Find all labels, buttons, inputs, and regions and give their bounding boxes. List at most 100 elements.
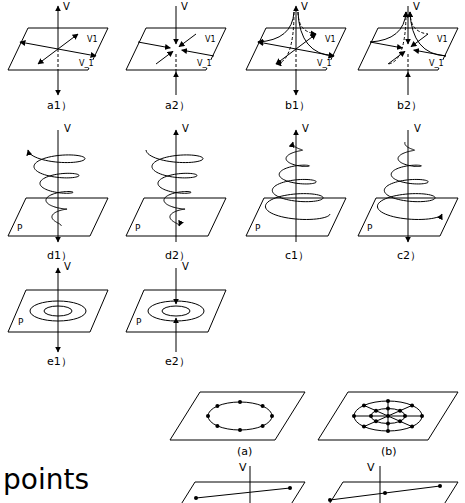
figure-caption: a2） xyxy=(164,100,191,111)
point-dot xyxy=(438,484,442,488)
point-dot xyxy=(288,486,292,490)
axis-line xyxy=(58,130,59,242)
axis-line xyxy=(408,52,409,72)
axis-line xyxy=(296,6,297,49)
point-dot xyxy=(386,399,390,403)
spoke-line xyxy=(364,416,388,427)
axis-label: V xyxy=(301,124,310,134)
axis-label: V xyxy=(181,262,190,272)
figure-caption: (b) xyxy=(380,446,398,457)
point-dot xyxy=(238,400,242,404)
axis-label: V_1 xyxy=(78,60,95,68)
axis-line xyxy=(380,466,381,503)
point-dot xyxy=(386,422,390,426)
axis-line xyxy=(176,268,177,304)
axis-line xyxy=(58,49,59,70)
flow-curve xyxy=(410,12,446,56)
axis-line xyxy=(176,52,177,72)
point-dot xyxy=(362,403,366,407)
axis-label: V_1 xyxy=(316,60,333,68)
axis-line xyxy=(408,6,409,44)
point-dot xyxy=(261,404,265,408)
point-dot xyxy=(386,407,390,411)
field-line xyxy=(138,42,170,48)
flow-curve xyxy=(298,12,334,56)
axis-label: V1 xyxy=(204,36,217,44)
point-segment xyxy=(196,488,290,498)
axis-line xyxy=(296,70,297,95)
axis-label: V xyxy=(63,124,72,134)
figure-caption: b1） xyxy=(284,100,311,111)
caption-word: points xyxy=(2,466,90,494)
axis-line xyxy=(250,466,251,503)
point-dot xyxy=(362,425,366,429)
axis-label: V xyxy=(413,124,422,134)
flow-curve xyxy=(258,12,294,42)
figure-caption: a1） xyxy=(46,100,73,111)
spiral-path xyxy=(377,142,442,219)
axis-line xyxy=(176,130,177,242)
axis-label: V xyxy=(63,262,72,272)
axis-label: V1 xyxy=(436,36,449,44)
axis-label: P xyxy=(254,224,261,233)
point-dot xyxy=(328,498,332,502)
figure-caption: d1） xyxy=(46,250,73,261)
flow-curve xyxy=(388,12,406,64)
flow-curve xyxy=(370,12,406,42)
figure-caption: e2） xyxy=(164,356,191,367)
spiral-path xyxy=(146,150,203,226)
point-circle xyxy=(208,402,272,430)
figure-caption: c1） xyxy=(284,250,310,261)
field-line xyxy=(411,34,428,47)
figure-caption: V xyxy=(238,462,248,473)
plane xyxy=(318,392,458,440)
point-dot xyxy=(215,424,219,428)
point-dot xyxy=(270,414,274,418)
point-dot xyxy=(206,414,210,418)
figure-caption: V xyxy=(366,462,376,473)
axis-label: P xyxy=(134,224,141,233)
figure-caption: c2） xyxy=(396,250,422,261)
axis-line xyxy=(58,6,59,49)
point-dot xyxy=(352,414,356,418)
point-dot xyxy=(410,425,414,429)
point-dot xyxy=(398,409,402,413)
axis-line xyxy=(58,70,59,95)
point-circle xyxy=(354,401,422,431)
spoke-line xyxy=(388,416,412,427)
plane xyxy=(170,392,305,440)
field-line xyxy=(156,51,173,64)
axis-line xyxy=(408,72,409,95)
point-dot xyxy=(383,491,387,495)
point-dot xyxy=(369,414,373,418)
axis-label: V_1 xyxy=(428,60,445,68)
axis-label: V xyxy=(62,2,71,12)
point-dot xyxy=(374,419,378,423)
axis-label: V xyxy=(181,124,190,134)
axis-label: P xyxy=(17,318,24,327)
figure-caption: (a) xyxy=(236,446,253,457)
point-dot xyxy=(398,419,402,423)
figures xyxy=(8,6,458,503)
point-dot xyxy=(215,404,219,408)
plane xyxy=(170,482,305,503)
field-line xyxy=(388,51,405,64)
spoke-line xyxy=(364,405,388,416)
point-segment xyxy=(330,486,440,500)
point-dot xyxy=(386,429,390,433)
point-dot xyxy=(420,414,424,418)
axis-line xyxy=(58,311,59,352)
axis-line xyxy=(176,318,177,352)
spiral-path xyxy=(265,142,330,219)
field-line xyxy=(179,34,196,47)
plane xyxy=(318,482,458,503)
spoke-line xyxy=(388,405,412,416)
axis-label: V xyxy=(300,2,309,12)
point-dot xyxy=(410,403,414,407)
axis-label: V_1 xyxy=(196,60,213,68)
axis-line xyxy=(296,49,297,70)
point-dot xyxy=(261,424,265,428)
flow-curve xyxy=(276,12,294,64)
spiral-path xyxy=(28,150,85,226)
